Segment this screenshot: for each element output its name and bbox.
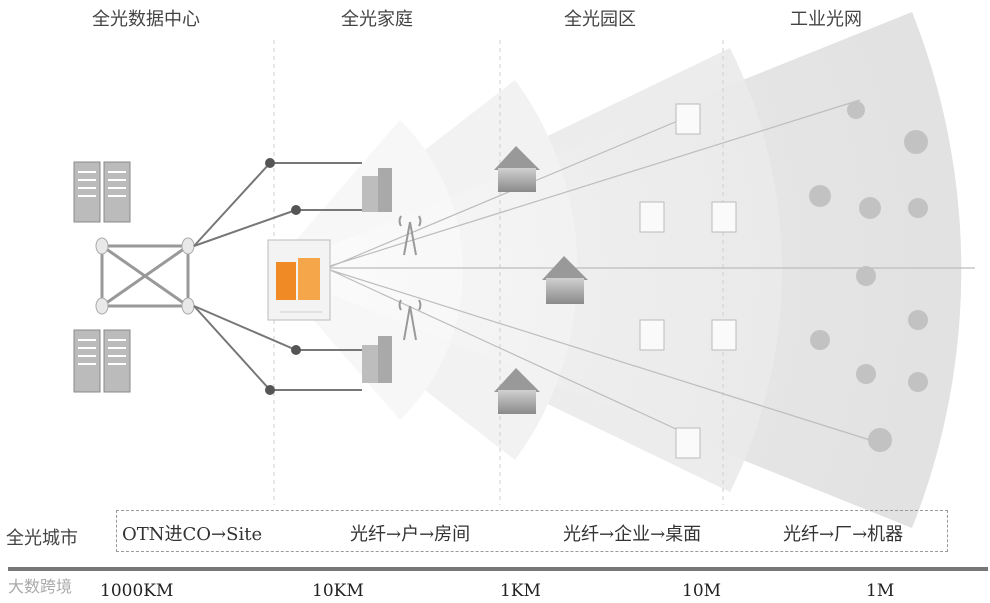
monitor-icons	[639, 103, 737, 459]
wireless-tower-icon	[398, 215, 422, 256]
link-nodes	[265, 158, 301, 395]
distance-label: 1KM	[500, 581, 541, 601]
house-icon	[494, 146, 540, 192]
robot-arm-icons	[809, 101, 928, 452]
house-icon	[542, 256, 588, 304]
column-title: 全光园区	[564, 9, 636, 30]
server-rack-icon	[73, 161, 131, 223]
column-title: 工业光网	[790, 9, 862, 30]
column-title: 全光数据中心	[92, 9, 200, 30]
mesh-nodes	[95, 237, 195, 315]
distance-axis	[8, 567, 988, 571]
stage-label: 光纤→户→房间	[350, 524, 471, 545]
stage-box	[116, 510, 948, 552]
distance-label: 1M	[866, 581, 895, 601]
column-title: 全光家庭	[341, 9, 413, 30]
distance-label: 10KM	[312, 581, 364, 601]
uplinks	[193, 162, 362, 391]
building-icon	[362, 168, 392, 212]
watermark: 大数跨境	[8, 577, 73, 596]
distance-label: 10M	[682, 581, 722, 601]
wireless-tower-icon	[398, 299, 422, 341]
stage-label: OTN进CO→Site	[122, 524, 263, 545]
building-icon	[362, 336, 392, 383]
otn-mesh	[100, 244, 190, 308]
server-rack-icon	[73, 329, 131, 393]
stage-label: 光纤→企业→桌面	[563, 524, 702, 545]
row-label: 全光城市	[6, 528, 78, 549]
distance-label: 1000KM	[100, 581, 174, 601]
coverage-fan	[270, 12, 962, 528]
olt-cabinet-icon	[267, 239, 331, 321]
house-icon	[494, 368, 540, 414]
stage-label: 光纤→厂→机器	[783, 524, 904, 545]
